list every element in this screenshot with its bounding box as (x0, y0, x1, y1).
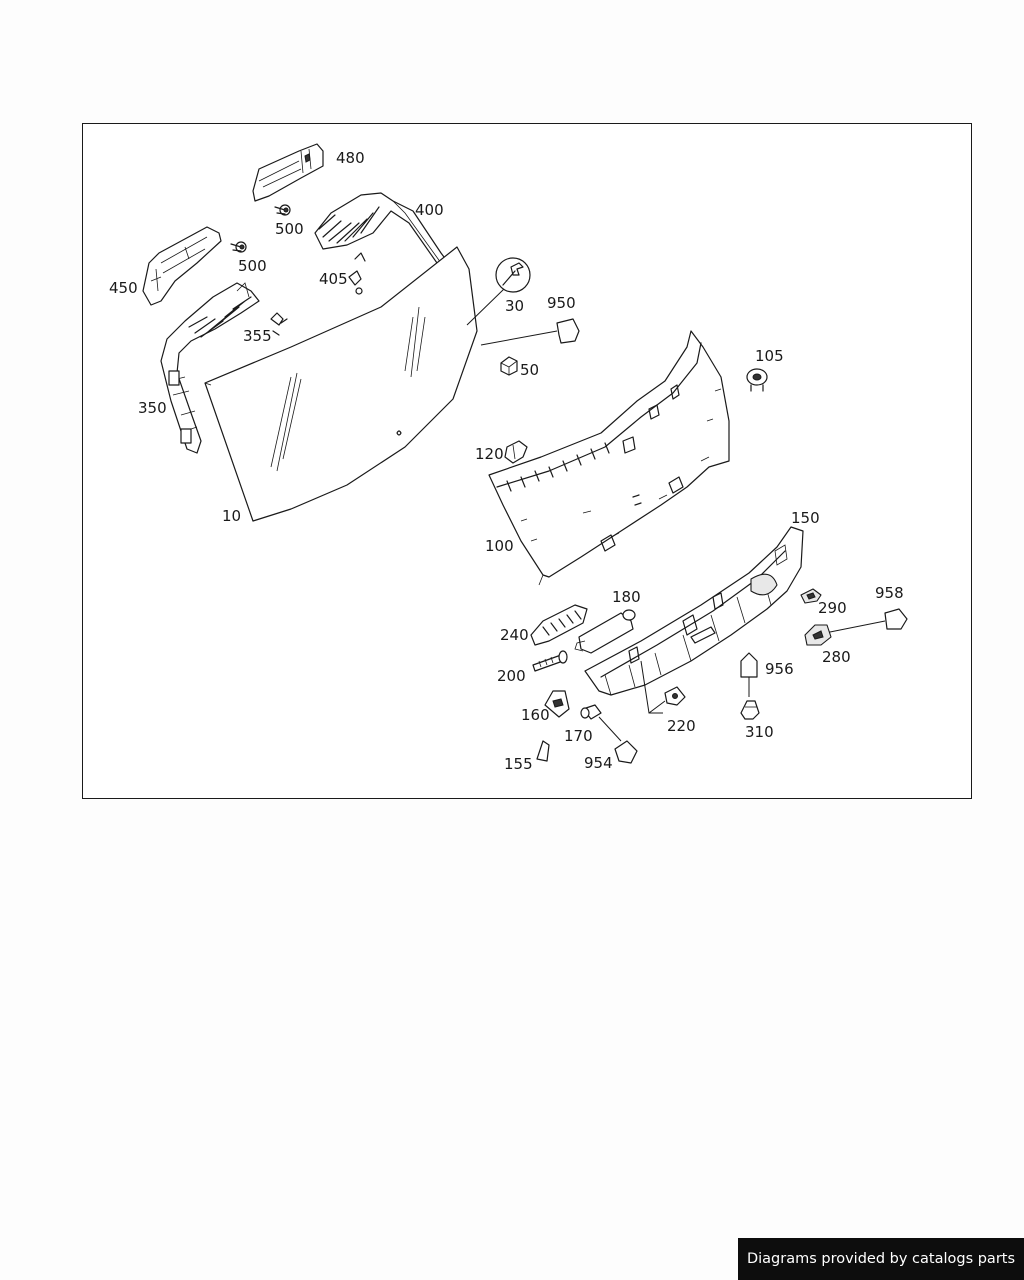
part-30-wrench-symbol (466, 257, 531, 326)
label-150: 150 (791, 509, 820, 527)
part-240-grille (530, 604, 588, 646)
part-500-screw-lower (230, 241, 247, 253)
label-240: 240 (500, 626, 529, 644)
label-120: 120 (475, 445, 504, 463)
label-405: 405 (319, 270, 348, 288)
label-350: 350 (138, 399, 167, 417)
label-290: 290 (818, 599, 847, 617)
part-958-connector (824, 608, 908, 634)
part-280-handle-switch (804, 624, 832, 646)
part-500-screw-upper (274, 204, 291, 216)
label-480: 480 (336, 149, 365, 167)
label-50: 50 (520, 361, 539, 379)
label-100: 100 (485, 537, 514, 555)
footer-attribution: Diagrams provided by catalogs parts (738, 1238, 1024, 1280)
label-170: 170 (564, 727, 593, 745)
label-280: 280 (822, 648, 851, 666)
part-956-connector (740, 652, 758, 697)
label-220: 220 (667, 717, 696, 735)
label-30: 30 (505, 297, 524, 315)
label-950: 950 (547, 294, 576, 312)
part-180-lamp-housing (574, 609, 636, 654)
label-10: 10 (222, 507, 241, 525)
label-956: 956 (765, 660, 794, 678)
label-400: 400 (415, 201, 444, 219)
part-950-connector (480, 318, 580, 346)
label-105: 105 (755, 347, 784, 365)
label-954: 954 (584, 754, 613, 772)
label-160: 160 (521, 706, 550, 724)
part-120-clip (504, 440, 528, 464)
part-310-plug (740, 700, 760, 720)
label-958: 958 (875, 584, 904, 602)
part-405-clip (348, 252, 366, 295)
part-labels: 480 400 500 500 450 405 30 950 355 350 5… (109, 149, 904, 773)
part-200-bolt (532, 650, 568, 672)
part-100-tailgate-trim (488, 330, 730, 586)
label-155: 155 (504, 755, 533, 773)
label-355: 355 (243, 327, 272, 345)
label-450: 450 (109, 279, 138, 297)
part-50-block (500, 356, 518, 376)
label-500-lower: 500 (238, 257, 267, 275)
label-200: 200 (497, 667, 526, 685)
part-155-clip (536, 740, 550, 762)
part-350-pillar-lower-trim (160, 282, 260, 454)
part-160-bracket (544, 690, 570, 718)
part-105-grommet (746, 368, 768, 392)
parts-diagram: 480 400 500 500 450 405 30 950 355 350 5… (109, 143, 908, 773)
part-170-bulb (580, 704, 622, 742)
part-450-side-trim (142, 226, 222, 306)
label-310: 310 (745, 723, 774, 741)
part-150-lower-trim (584, 526, 804, 696)
parts-diagram-frame: 480 400 500 500 450 405 30 950 355 350 5… (82, 123, 972, 799)
part-290-switch (800, 588, 822, 604)
part-480-trim-cap (252, 143, 324, 202)
part-10-rear-glass (204, 246, 478, 522)
part-220-nut (640, 660, 686, 714)
part-954-connector (614, 740, 638, 764)
label-500-upper: 500 (275, 220, 304, 238)
part-355-clip (270, 312, 288, 336)
label-180: 180 (612, 588, 641, 606)
